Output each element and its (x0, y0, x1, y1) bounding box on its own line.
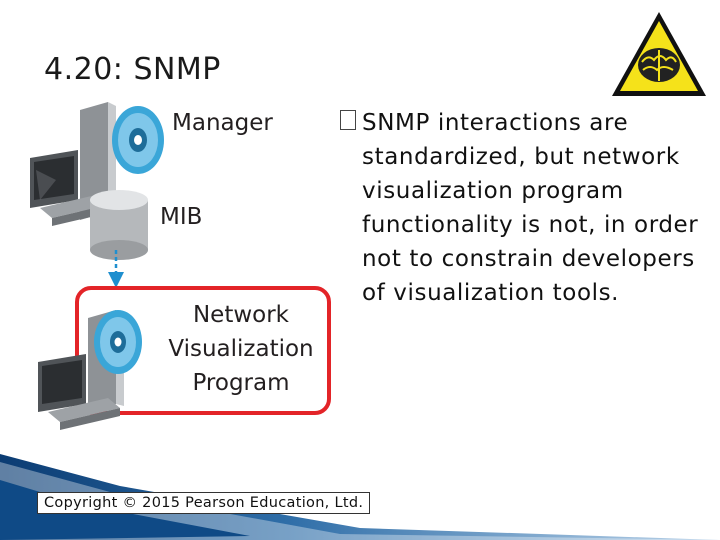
copyright-notice: Copyright © 2015 Pearson Education, Ltd. (37, 492, 371, 514)
network-visualization-label: Network Visualization Program (160, 298, 322, 400)
bullet-text: SNMP interactions are standardized, but … (362, 110, 699, 306)
snmp-diagram (30, 102, 331, 430)
slide-title: 4.20: SNMP (44, 52, 221, 87)
mib-database-icon (90, 190, 148, 260)
visualization-disc-icon (94, 310, 142, 374)
manager-computer-icon (30, 102, 116, 226)
arrow-icon (108, 250, 124, 288)
net-label-line2: Visualization (168, 336, 314, 362)
bullet-placeholder-icon (340, 110, 356, 130)
brain-warning-icon (612, 12, 706, 96)
decorative-stripe (0, 454, 720, 540)
net-label-line3: Program (192, 370, 290, 396)
highlight-box (75, 286, 331, 415)
mib-label: MIB (160, 204, 203, 230)
manager-label: Manager (172, 110, 273, 136)
manager-disc-icon (112, 106, 164, 174)
net-label-line1: Network (192, 302, 290, 328)
